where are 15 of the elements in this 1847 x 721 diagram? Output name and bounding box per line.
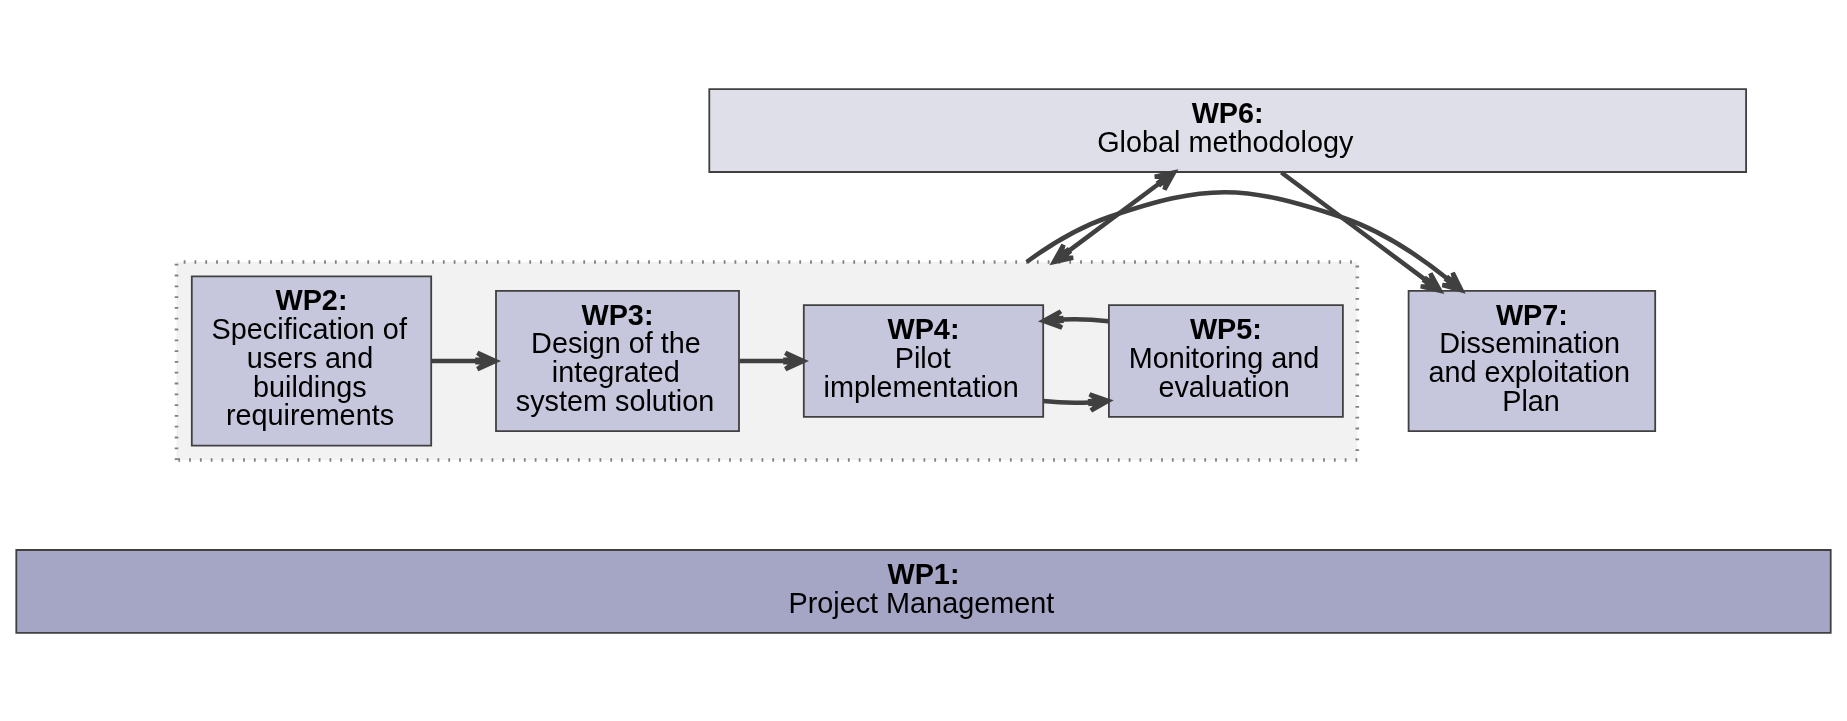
arrow bbox=[739, 350, 806, 371]
node-box: WP3: Design of the integrated system solution bbox=[495, 289, 740, 432]
node-box: WP1: Project Management bbox=[15, 548, 1832, 634]
arrow bbox=[1025, 189, 1464, 293]
arrow bbox=[431, 350, 498, 371]
arrow bbox=[1051, 169, 1177, 264]
arrow bbox=[1043, 391, 1111, 413]
node-box: WP4: Pilot implementation bbox=[802, 303, 1045, 418]
node-box: WP2: Specification of users and buildings requirements bbox=[190, 275, 433, 446]
node-box: WP5: Monitoring and evaluation bbox=[1108, 303, 1344, 418]
node-box: WP6: Global methodology bbox=[708, 87, 1747, 173]
arrow bbox=[1041, 308, 1109, 330]
cluster bbox=[174, 259, 1360, 462]
node-box: WP7: Dissemination and exploitation Plan bbox=[1407, 289, 1657, 432]
arrow bbox=[1280, 170, 1443, 293]
